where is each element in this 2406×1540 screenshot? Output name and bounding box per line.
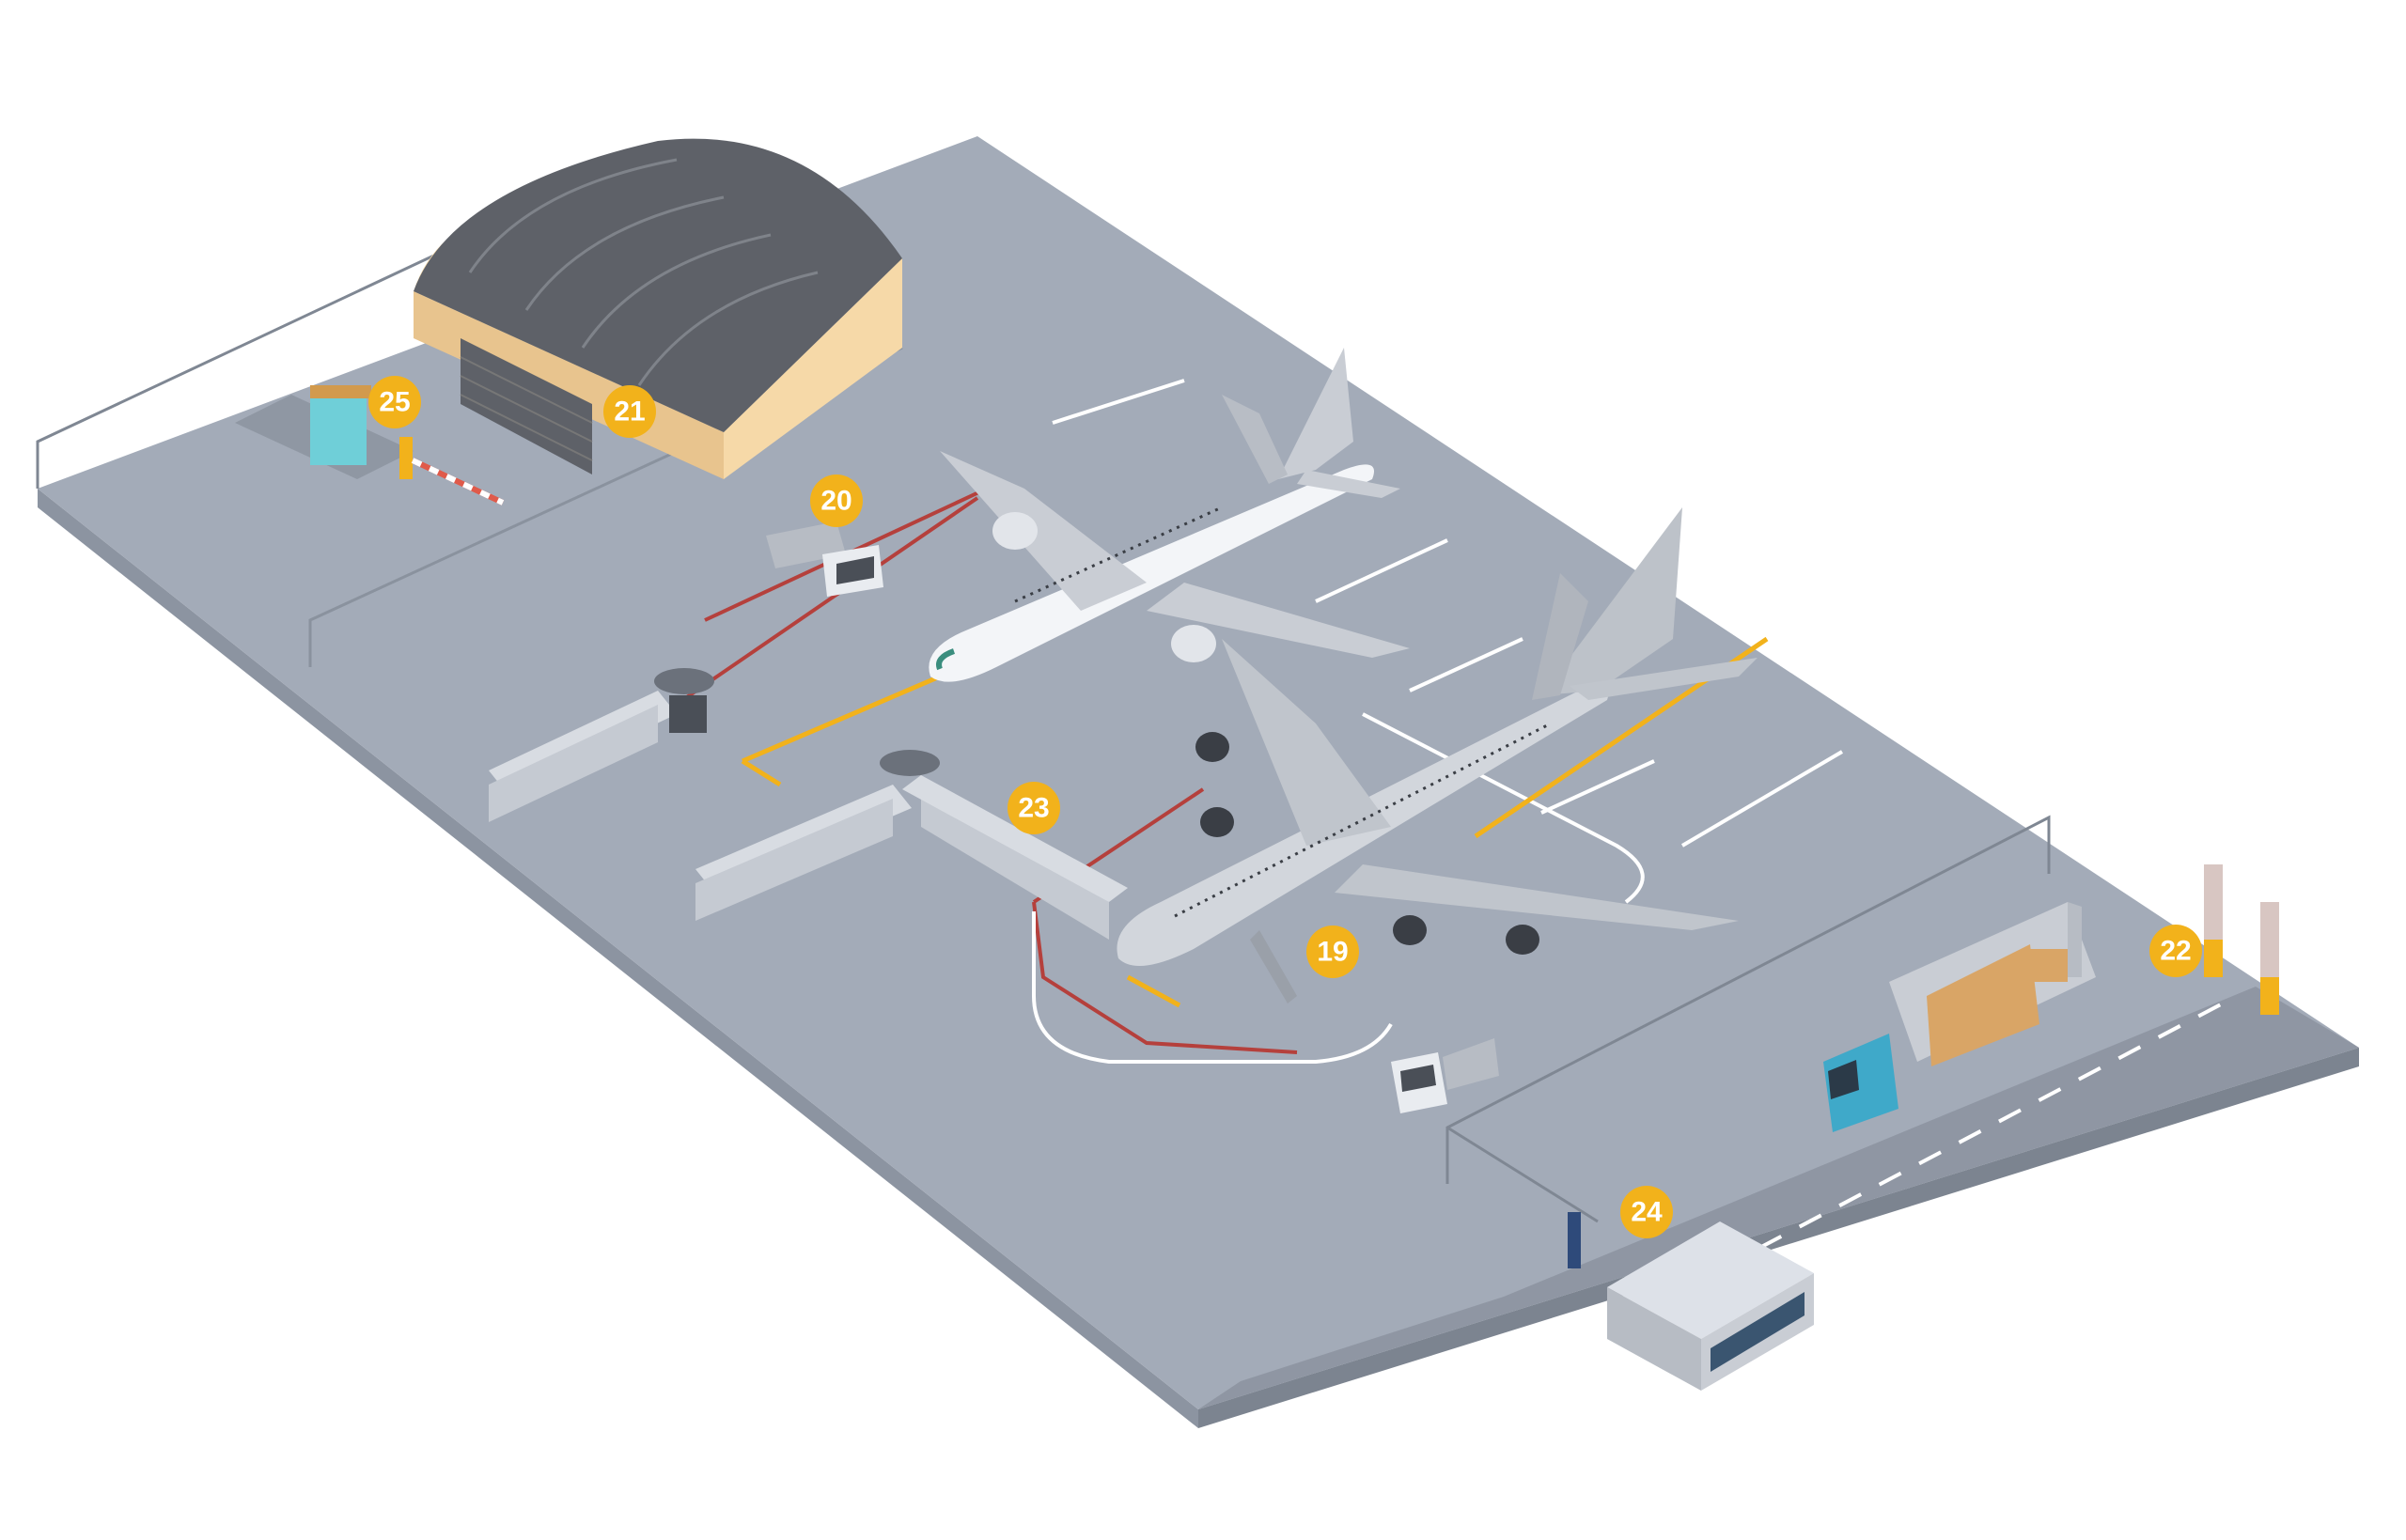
marker-24: 24 bbox=[1620, 1186, 1673, 1238]
marker-19-circle bbox=[1306, 926, 1359, 978]
marker-21-circle bbox=[603, 385, 656, 438]
guard-house bbox=[1568, 1212, 1814, 1391]
marker-21: 21 bbox=[603, 385, 656, 438]
hangar-building bbox=[414, 138, 902, 479]
marker-22: 22 bbox=[2149, 925, 2202, 977]
security-booth bbox=[235, 385, 505, 506]
marker-20-label: 20 bbox=[820, 486, 851, 517]
marker-22-label: 22 bbox=[2160, 936, 2191, 967]
marker-20: 20 bbox=[810, 474, 863, 527]
marker-20-circle bbox=[810, 474, 863, 527]
marker-19-label: 19 bbox=[1317, 937, 1348, 968]
baggage-cart-lower bbox=[1391, 1038, 1499, 1113]
location-markers: 19 20 21 22 23 24 25 bbox=[368, 376, 2202, 1238]
airport-ground bbox=[38, 136, 2359, 1428]
marker-19: 19 bbox=[1306, 926, 1359, 978]
stand-markings bbox=[1032, 379, 1844, 1064]
marker-23-label: 23 bbox=[1018, 793, 1049, 824]
airplane-lower bbox=[1117, 507, 1758, 1003]
marker-23: 23 bbox=[1008, 782, 1060, 834]
baggage-cart-upper bbox=[766, 521, 883, 597]
marker-25: 25 bbox=[368, 376, 421, 428]
marker-25-circle bbox=[368, 376, 421, 428]
marker-23-circle bbox=[1008, 782, 1060, 834]
marker-25-label: 25 bbox=[379, 387, 410, 418]
marker-22-circle bbox=[2149, 925, 2202, 977]
jet-bridges bbox=[489, 668, 1128, 940]
marker-21-label: 21 bbox=[614, 397, 645, 428]
marker-24-circle bbox=[1620, 1186, 1673, 1238]
marker-24-label: 24 bbox=[1631, 1197, 1663, 1228]
cargo-truck bbox=[1823, 902, 2096, 1132]
airplane-upper bbox=[929, 348, 1410, 682]
gate-posts bbox=[2204, 864, 2279, 1015]
